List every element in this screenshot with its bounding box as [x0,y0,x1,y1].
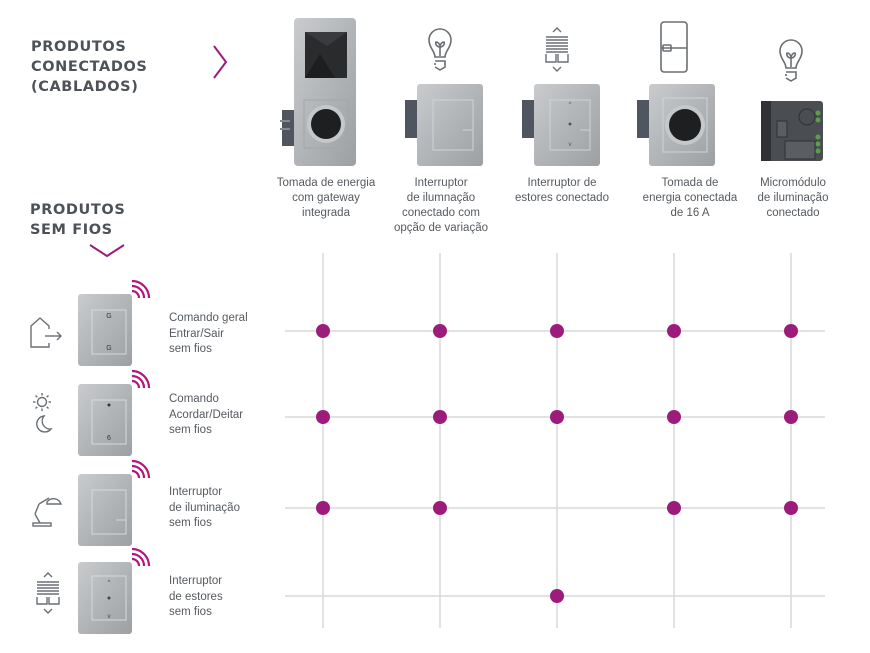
house-exit-icon [30,317,62,348]
svg-text:^: ^ [569,102,572,108]
heading-connected-products: PRODUTOS CONECTADOS (CABLADOS) [31,39,148,95]
product-blind-switch: ^ v [522,84,600,166]
heading-wireless-products: PRODUTOS SEM FIOS [30,202,126,238]
light-bulb-icon [779,39,803,82]
svg-text:^: ^ [108,580,111,586]
product-wireless-switch: G G [78,280,151,366]
light-bulb-icon [428,28,452,71]
svg-text:v: v [569,142,572,148]
column-label: Tomada de energia com gateway integrada [276,177,376,219]
compatibility-dot [550,589,564,603]
compatibility-dot [784,410,798,424]
roller-blind-icon [36,572,60,614]
compatibility-dot [433,501,447,515]
compatibility-dot [667,410,681,424]
column-label: Tomada de energia conectada de 16 A [642,177,738,219]
product-wireless-switch: 6 [78,370,151,456]
product-wireless-switch [78,460,151,546]
compatibility-dot [316,501,330,515]
sun-moon-icon [33,393,53,433]
svg-text:G: G [106,345,111,352]
chevron-right-icon [213,45,228,79]
desk-lamp-icon [32,497,62,527]
product-socket-16a [637,84,715,166]
column-label: Interruptor de estores conectado [515,177,609,204]
product-wireless-switch: ^ v [78,548,151,634]
product-light-switch-dimmer [405,84,483,166]
product-micromodule [761,101,823,161]
svg-text:G: G [106,313,111,320]
compatibility-dot [433,410,447,424]
compatibility-dot [784,324,798,338]
row-label: Comando Acordar/Deitar sem fios [169,393,244,436]
compatibility-dot [316,324,330,338]
chevron-down-icon [89,244,125,258]
compatibility-dot [316,410,330,424]
row-label: Interruptor de iluminação sem fios [169,486,240,529]
row-label: Interruptor de estores sem fios [169,575,223,618]
column-label: Interruptor de ilumnação conectado com o… [394,177,488,234]
compatibility-dot [667,501,681,515]
roller-blind-icon [545,27,569,72]
compatibility-dot [784,501,798,515]
compatibility-dot [550,324,564,338]
compatibility-dot [667,324,681,338]
svg-text:6: 6 [107,435,111,442]
svg-text:v: v [108,614,111,620]
column-label: Micromódulo de iluminação conectado [757,177,829,219]
row-label: Comando geral Entrar/Sair sem fios [169,312,248,355]
product-socket-with-gateway [280,18,356,166]
compatibility-dot [433,324,447,338]
fridge-icon [660,21,688,73]
compatibility-dot [550,410,564,424]
